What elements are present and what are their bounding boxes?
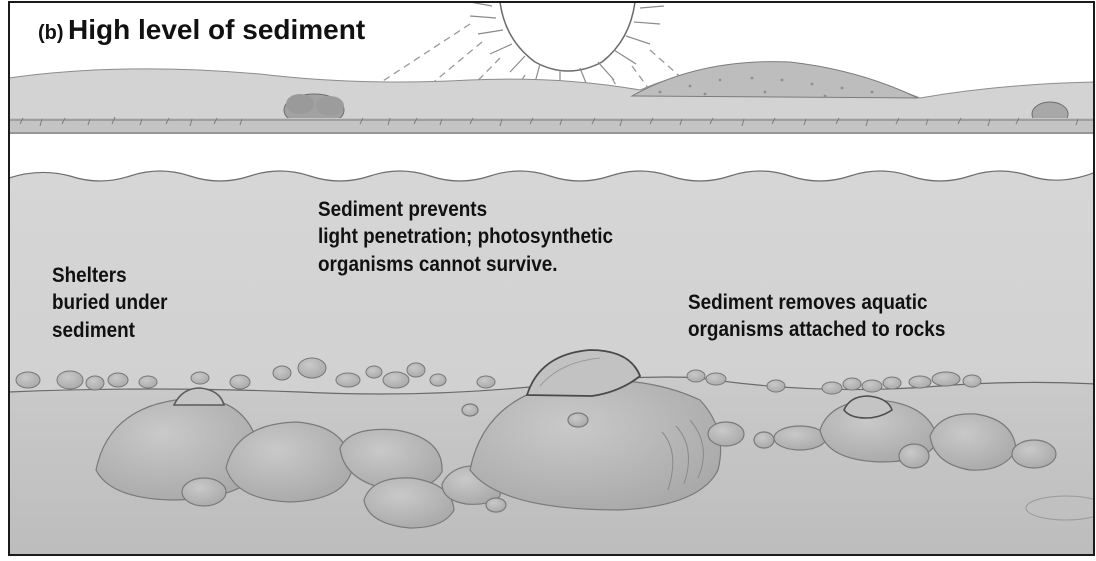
label-aquatic-organisms: Sediment removes aquatic organisms attac… (688, 289, 945, 344)
diagram-title: (b) High level of sediment (38, 14, 365, 46)
label-light-line: organisms cannot survive. (318, 251, 613, 278)
label-shelters-line: buried under (52, 289, 168, 316)
label-aquatic-line: organisms attached to rocks (688, 316, 945, 343)
title-text: High level of sediment (68, 14, 365, 45)
label-aquatic-line: Sediment removes aquatic (688, 289, 945, 316)
label-light-line: Sediment prevents (318, 196, 613, 223)
label-shelters-line: sediment (52, 317, 168, 344)
label-light-penetration: Sediment prevents light penetration; pho… (318, 196, 613, 278)
label-shelters-line: Shelters (52, 262, 168, 289)
panel-letter: (b) (38, 22, 64, 44)
label-shelters: Shelters buried under sediment (52, 262, 168, 344)
label-light-line: light penetration; photosynthetic (318, 223, 613, 250)
